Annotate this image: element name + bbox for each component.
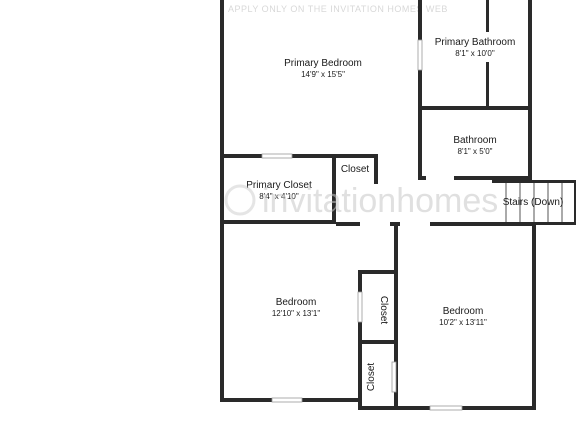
room-primary-closet-name: Primary Closet [246, 180, 312, 191]
room-closet-top-name: Closet [341, 164, 370, 175]
room-bathroom-name: Bathroom [453, 135, 496, 146]
openings [261, 39, 463, 411]
room-bedroom-left-dims: 12'10" x 13'1" [272, 309, 320, 318]
header-notice: APPLY ONLY ON THE INVITATION HOMES WEB [228, 4, 448, 14]
room-bedroom-right-name: Bedroom [443, 306, 484, 317]
room-closet-mid-name: Closet [378, 296, 389, 325]
room-closet-bottom-name: Closet [366, 363, 377, 392]
room-primary-bedroom-dims: 14'9" x 15'5" [301, 70, 345, 79]
room-stairs-name: Stairs (Down) [503, 197, 564, 208]
watermark-logo-icon [224, 184, 256, 216]
room-primary-bathroom-name: Primary Bathroom [435, 37, 516, 48]
stairs-treads [505, 183, 563, 222]
watermark: invitationhomes [224, 182, 498, 220]
room-primary-bedroom-name: Primary Bedroom [284, 58, 362, 69]
room-primary-closet-dims: 8'4" x 4'10" [259, 192, 299, 201]
room-primary-bathroom-dims: 8'1" x 10'0" [455, 49, 495, 58]
room-bathroom-dims: 8'1" x 5'0" [458, 147, 493, 156]
room-labels: Primary Bedroom 14'9" x 15'5" Primary Ba… [246, 37, 563, 391]
watermark-text: invitationhomes [262, 182, 498, 220]
room-bedroom-right-dims: 10'2" x 13'11" [439, 318, 487, 327]
room-bedroom-left-name: Bedroom [276, 297, 317, 308]
